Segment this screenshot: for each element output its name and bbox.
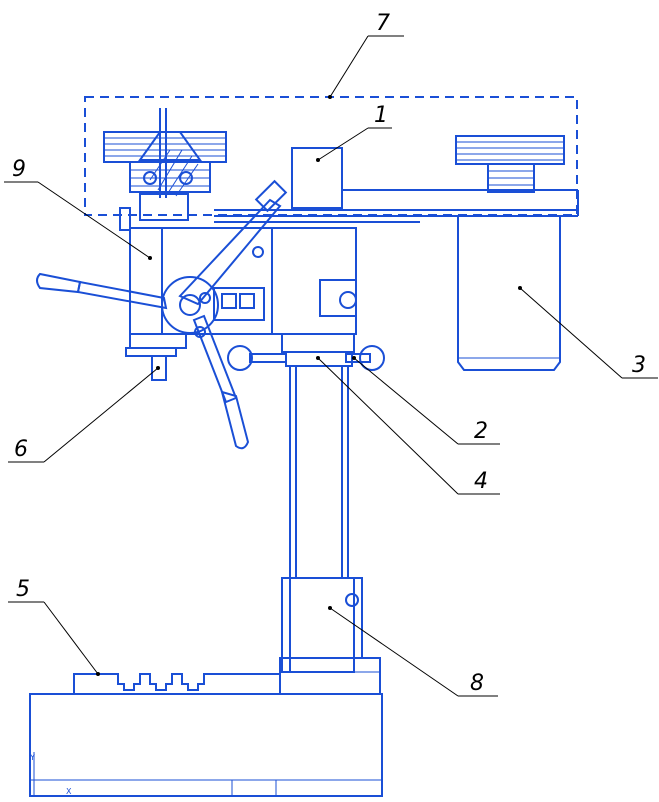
axis-marker: Y X: [29, 752, 72, 797]
motor: [457, 215, 561, 371]
callout-4: 4: [474, 469, 488, 494]
depth-stop: [125, 333, 187, 381]
callout-1: 1: [374, 103, 388, 128]
drill-head-body: [119, 207, 357, 335]
base: [29, 657, 383, 797]
callout-5: 5: [16, 577, 30, 602]
axis-y-label: Y: [29, 753, 35, 762]
callout-9: 9: [12, 157, 26, 182]
leader-lines: [4, 35, 658, 697]
callout-7: 7: [376, 11, 390, 36]
feed-lever: [36, 179, 288, 450]
callout-6: 6: [14, 437, 28, 462]
head-arm: [214, 189, 579, 223]
column: [289, 366, 349, 578]
axis-x-label: X: [66, 787, 72, 796]
callout-2: 2: [474, 419, 488, 444]
spindle-pulley: [103, 108, 227, 221]
tension-post: [291, 147, 343, 209]
motor-pulley: [455, 135, 565, 193]
callout-8: 8: [470, 671, 484, 696]
callout-3: 3: [632, 353, 646, 378]
column-clamp: [227, 333, 385, 371]
